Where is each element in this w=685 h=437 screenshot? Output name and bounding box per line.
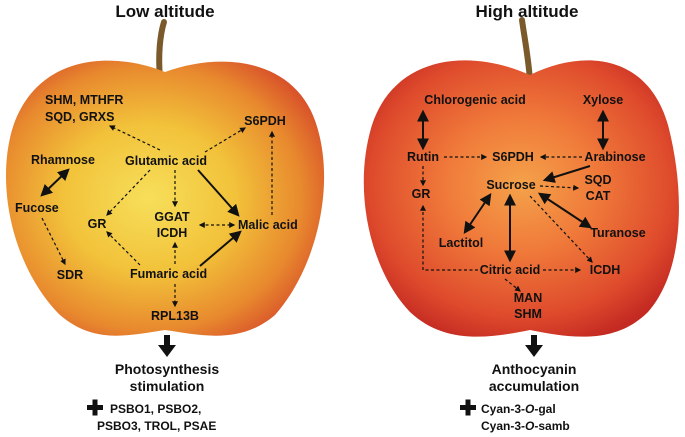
title-low-altitude: Low altitude xyxy=(115,2,214,21)
node-xylose: Xylose xyxy=(583,93,623,107)
edge-glutamic-gr xyxy=(106,169,151,216)
node-icdh-low: ICDH xyxy=(157,226,188,240)
node-fumaric-acid: Fumaric acid xyxy=(130,267,207,281)
edge-sucrose-icdh xyxy=(529,195,593,263)
edge-sucrose-sqd xyxy=(539,184,580,191)
node-fucose: Fucose xyxy=(15,201,59,215)
title-high-altitude: High altitude xyxy=(476,2,579,21)
edge-glutamic-malic xyxy=(197,169,240,217)
node-arabinose: Arabinose xyxy=(584,150,645,164)
apple-left-stem xyxy=(156,19,167,81)
edges-high xyxy=(417,109,609,292)
outcome-arrow-low xyxy=(158,335,176,357)
outcome-arrow-high xyxy=(525,335,543,357)
node-man: MAN xyxy=(514,291,542,305)
node-s6pdh-low: S6PDH xyxy=(244,114,286,128)
node-gr-low: GR xyxy=(88,217,107,231)
node-icdh-high: ICDH xyxy=(590,263,621,277)
edge-fumaric-malic xyxy=(199,230,242,267)
outcome-high-line2: accumulation xyxy=(489,378,579,394)
edge-citric-gr xyxy=(420,204,478,271)
genes-high-line1: Cyan-3-O-gal xyxy=(481,402,556,416)
node-s6pdh-high: S6PDH xyxy=(492,150,534,164)
node-chlorogenic-acid: Chlorogenic acid xyxy=(424,93,525,107)
node-glutamic-acid: Glutamic acid xyxy=(125,154,207,168)
genes-low-line2: PSBO3, TROL, PSAE xyxy=(97,419,216,433)
apple-right-stem xyxy=(519,17,533,83)
node-sqd-grxs: SQD, GRXS xyxy=(45,110,114,124)
node-gr-high: GR xyxy=(412,187,431,201)
genes-high-line2: Cyan-3-O-samb xyxy=(481,419,570,433)
node-ggat: GGAT xyxy=(154,210,190,224)
node-turanose: Turanose xyxy=(590,226,645,240)
edge-glutamic-shm xyxy=(108,125,161,151)
genes-low-line1: PSBO1, PSBO2, xyxy=(110,402,201,416)
node-rutin: Rutin xyxy=(407,150,439,164)
node-citric-acid: Citric acid xyxy=(480,263,540,277)
node-malic-acid: Malic acid xyxy=(238,218,298,232)
node-sqd: SQD xyxy=(584,173,611,187)
edge-sucrose-turanose xyxy=(537,192,593,229)
edge-sucrose-lactitol xyxy=(463,193,492,234)
outcome-low-line1: Photosynthesis xyxy=(115,361,219,377)
node-sucrose: Sucrose xyxy=(486,178,535,192)
apple-left xyxy=(5,19,325,336)
outcome-high-line1: Anthocyanin xyxy=(492,361,577,377)
node-shm-mthfr: SHM, MTHFR xyxy=(45,93,123,107)
edge-arabinose-sucrose xyxy=(542,165,591,183)
plus-icon-low xyxy=(87,399,103,416)
node-sdr: SDR xyxy=(57,268,83,282)
plus-icon-high xyxy=(460,399,476,416)
node-cat: CAT xyxy=(586,189,611,203)
node-shm-high: SHM xyxy=(514,307,542,321)
edge-fumaric-gr xyxy=(106,231,141,266)
node-lactitol: Lactitol xyxy=(439,236,483,250)
node-rhamnose: Rhamnose xyxy=(31,153,95,167)
edges-low xyxy=(40,125,275,308)
node-rpl13b: RPL13B xyxy=(151,309,199,323)
outcome-low-line2: stimulation xyxy=(130,378,205,394)
edge-rhamnose-fucose xyxy=(40,168,70,197)
edge-glutamic-s6pdh xyxy=(204,127,247,153)
